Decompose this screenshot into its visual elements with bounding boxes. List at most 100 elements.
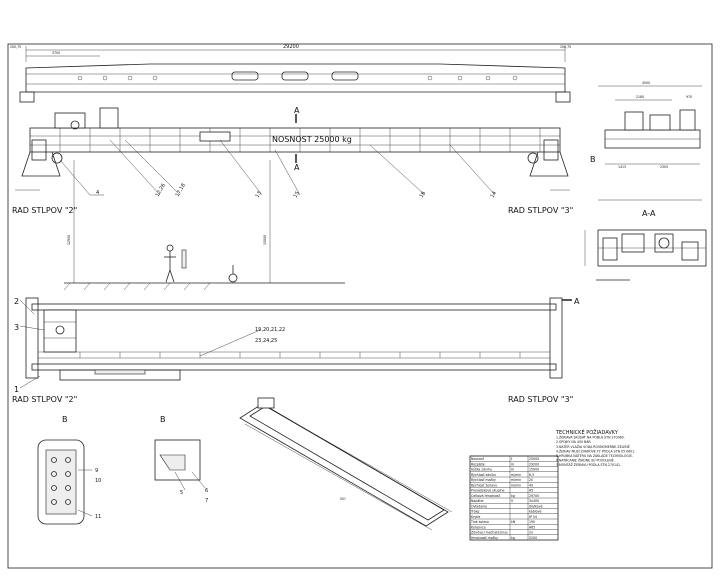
notes-line: 4.ŽERIAV MUSÍ ZVAROVÉ TY PODLA STN 05 06…: [556, 448, 635, 453]
table-cell: Koľajnica: [471, 525, 486, 529]
table-cell: 3x400: [529, 499, 539, 503]
row-label-right-bottom: RAD STLPOV "3": [508, 395, 573, 404]
dim-left-end-label: 200,75: [10, 45, 21, 49]
notes-line: 5.HRÚBKA NÁTERU NA ZÁKLADE TECHNOLÓGIE.: [556, 453, 633, 458]
view-b-left-label: B: [62, 415, 68, 424]
table-cell: Výška zdvihu: [471, 468, 492, 472]
table-cell: 29200: [529, 462, 539, 466]
view-b-right-label: B: [160, 415, 166, 424]
callout-12-26: 12,26: [155, 183, 167, 198]
table-cell: Ovládanie: [471, 504, 487, 508]
callout-2: 2: [14, 297, 19, 306]
dim-left-offset-label: 3700: [52, 51, 60, 55]
side-dim-inner: 2180: [636, 95, 644, 99]
table-cell: m/min: [511, 483, 521, 487]
table-cell: diaľkové: [529, 504, 543, 508]
callout-14: 14: [490, 190, 498, 199]
operator-figure: [164, 244, 187, 283]
notes-line: 3.NATER VLAŽIA VODA ROVNOMERNE ZELENÉ: [556, 444, 630, 449]
section-a-marker-top: A: [294, 106, 300, 115]
callout-5: 5: [180, 490, 183, 496]
table-cell: 40: [529, 483, 533, 487]
notes-heading: TECHNICKÉ POŽIADAVKY: [555, 428, 619, 436]
table-cell: Celková hmotnosť: [471, 494, 501, 498]
section-a-marker-bottom: A: [294, 163, 300, 172]
callout-15: 15: [293, 190, 301, 199]
table-cell: kg: [511, 494, 515, 498]
side-dim-total: 4500: [642, 81, 650, 85]
table-cell: V: [511, 499, 514, 503]
table-cell: 20: [529, 478, 533, 482]
table-cell: IP 54: [529, 515, 537, 519]
table-cell: Trolej: [470, 510, 480, 514]
iso-caption: ISO: [340, 497, 346, 501]
table-cell: Napätie: [471, 499, 483, 503]
row-label-left-bottom: RAD STLPOV "2": [12, 395, 77, 404]
plan-view: 2 3 1 19,20,21,22 23,24,25 A RAD STLPOV …: [12, 297, 580, 404]
callout-6: 6: [205, 488, 208, 494]
callout-10: 10: [95, 478, 101, 484]
section-title: A-A: [642, 209, 656, 218]
railing-posts: [59, 128, 541, 152]
table-cell: Rýchlosť žeriavu: [471, 483, 497, 487]
table-cell: kg: [511, 536, 515, 540]
table-cell: m/min: [511, 478, 521, 482]
table-cell: 25000: [529, 457, 539, 461]
notes-line: 1.ŽERIAVA SKÚŠAŤ NA POBLA STN 270060.: [556, 435, 625, 440]
callout-9: 9: [95, 468, 98, 474]
notes-line: 7.MONTÁŽ ŽERIAVU PODLA STN 270141.: [556, 462, 621, 467]
callout-3: 3: [14, 323, 19, 332]
callouts-elevation: 4 12,26 17,18 13 15 16 14: [59, 139, 498, 199]
side-marker-b: B: [590, 155, 596, 164]
table-cell: 29700: [529, 494, 539, 498]
side-dim-bl: 1415: [618, 165, 626, 169]
callout-11: 11: [95, 514, 101, 520]
callout-16: 16: [419, 190, 427, 199]
table-cell: Krytie: [471, 515, 480, 519]
table-cell: Rozpätie: [471, 462, 485, 466]
table-cell: Rýchlosť mačky: [471, 478, 496, 482]
table-cell: káblová: [529, 510, 541, 514]
notes-line: 2.SPOJKY NA 400 BAR.: [556, 440, 592, 444]
row-label-right-top: RAD STLPOV "3": [508, 206, 573, 215]
table-cell: 190: [529, 520, 535, 524]
table-cell: 2x: [529, 531, 533, 535]
table-cell: kN: [511, 520, 516, 524]
table-cell: Tlak kolesa: [470, 520, 489, 524]
isometric-view: ISO: [239, 397, 453, 531]
table-cell: Hmotnosť mačky: [471, 536, 498, 540]
table-cell: Nosnosť: [471, 457, 485, 461]
dim-overall-label: 29200: [283, 44, 299, 50]
table-cell: A65: [529, 525, 535, 529]
capacity-text: NOSNOST 25000 kg: [272, 135, 352, 144]
row-label-left-top: RAD STLPOV "2": [12, 206, 77, 215]
front-elevation-view: 29200 3700 200,75 200,75: [10, 44, 573, 291]
plan-section-marker: A: [574, 297, 580, 306]
side-view: 4500 2180 970 1415 2305 B: [590, 81, 702, 169]
table-cell: t: [511, 457, 513, 461]
table-cell: 15000: [529, 468, 539, 472]
table-cell: A5: [529, 489, 533, 493]
notes-line: 6.NATÁCANIE ŽIADNE SÚ POVOLENÉ.: [556, 458, 615, 463]
table-cell: 6,3: [529, 473, 534, 477]
section-a-a-view: A-A: [584, 199, 707, 281]
callout-23-25: 23,24,25: [255, 338, 277, 344]
table-cell: m/min: [511, 473, 521, 477]
girder-holes: [77, 71, 518, 81]
dim-right-end-label: 200,75: [560, 45, 571, 49]
callout-1: 1: [14, 385, 19, 394]
callout-7: 7: [205, 498, 208, 504]
table-cell: Rýchlosť zdvihu: [471, 473, 496, 477]
callout-19-22: 19,20,21,22: [255, 327, 285, 333]
callout-4: 4: [96, 190, 99, 196]
table-cell: 5200: [529, 536, 537, 540]
table-cell: m: [511, 468, 514, 472]
side-dim-bottom: 2305: [660, 165, 668, 169]
detail-view-b-left: B 9 10 11: [37, 415, 101, 525]
table-cell: Zdvíhací mechanizmus: [471, 531, 508, 535]
height-dim-a: 12950: [67, 235, 71, 245]
callout-17-18: 17,18: [175, 183, 187, 198]
